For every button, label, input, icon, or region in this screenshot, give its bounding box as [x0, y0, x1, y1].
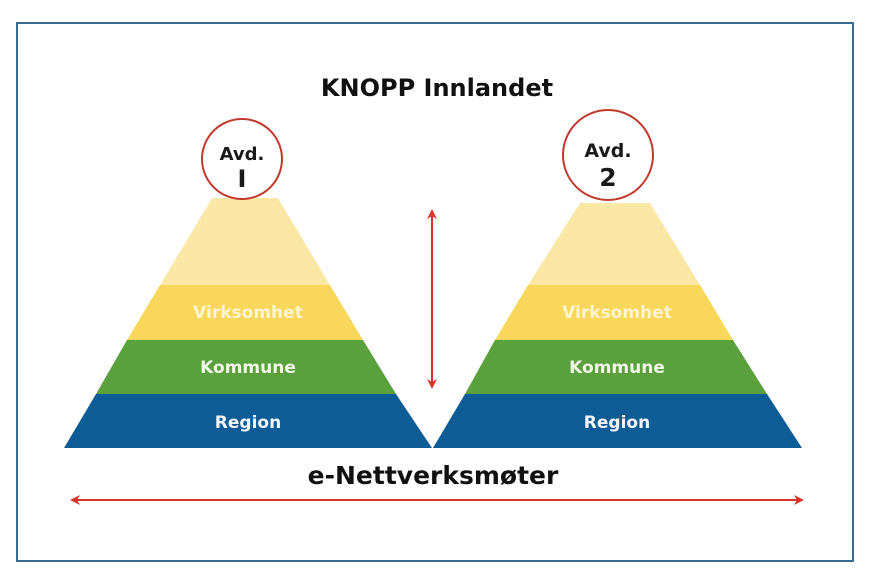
pyramid-1-label-region: Region	[215, 413, 281, 433]
pyramid-1-label-kommune: Kommune	[200, 358, 296, 378]
pyramid-2-label-kommune: Kommune	[569, 358, 665, 378]
pyramid-1-label-virksomhet: Virksomhet	[193, 303, 303, 323]
pyramid-1-level-region	[64, 394, 432, 448]
network-meetings-label: e-Nettverksmøter	[308, 461, 559, 490]
pyramid-1-level-kommune	[96, 340, 396, 394]
pyramid-avd-2: Virksomhet Kommune Region Avd. 2	[433, 109, 802, 448]
avd-1-number: I	[238, 165, 247, 193]
avd-2-circle	[562, 109, 654, 201]
pyramid-2-label-virksomhet: Virksomhet	[562, 303, 672, 323]
pyramid-1-level-top	[160, 198, 330, 285]
pyramid-2-level-top	[528, 203, 700, 285]
pyramid-2-level-virksomhet	[495, 285, 733, 340]
diagram-title: KNOPP Innlandet	[321, 74, 553, 102]
avd-2-number: 2	[599, 163, 616, 192]
avd-2-label: Avd.	[584, 140, 631, 162]
pyramid-2-level-kommune	[465, 340, 767, 394]
pyramid-2-label-region: Region	[584, 413, 650, 433]
pyramid-1-level-virksomhet	[127, 285, 363, 340]
avd-1-label: Avd.	[220, 144, 265, 165]
avd-1-circle	[201, 118, 283, 200]
pyramid-2-level-region	[433, 394, 802, 448]
pyramid-avd-1: Virksomhet Kommune Region Avd. I	[64, 118, 432, 448]
